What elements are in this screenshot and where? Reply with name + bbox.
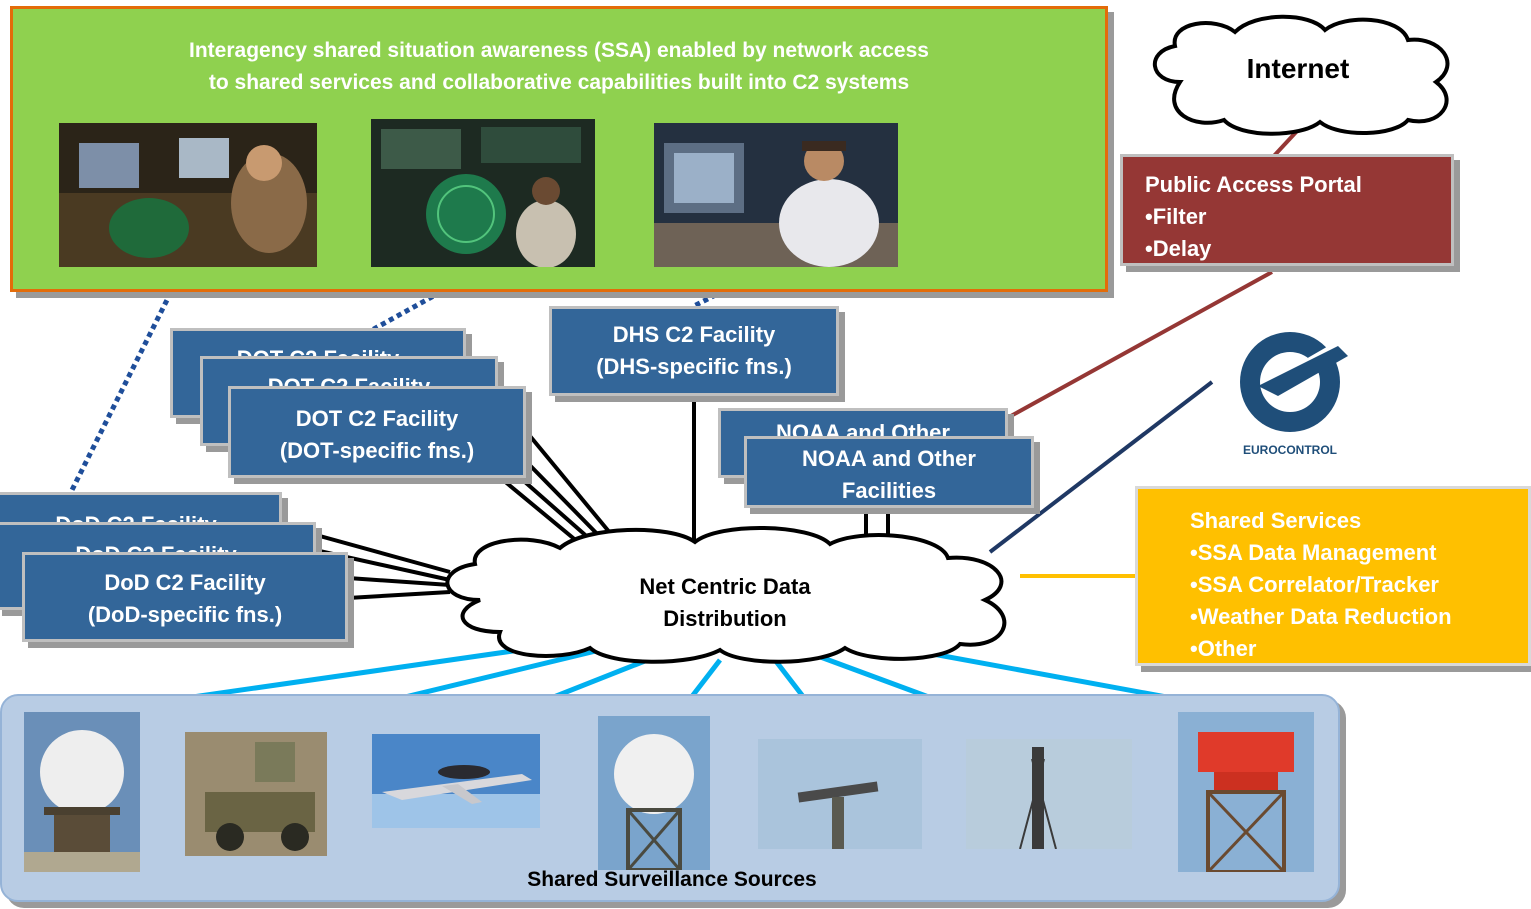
dhs-line1: DHS C2 Facility — [612, 322, 776, 347]
eurocontrol-label: EUROCONTROL — [1243, 443, 1337, 457]
services-item-data-mgmt: •SSA Data Management — [1190, 540, 1437, 565]
net-centric-line2: Distribution — [663, 606, 786, 631]
ssa-title-line1: Interagency shared situation awareness (… — [189, 39, 929, 62]
net-centric-line1: Net Centric Data — [639, 574, 811, 599]
mobile-radar-photo — [185, 732, 327, 856]
noaa-facility: NOAA and Other Facilities — [744, 436, 1034, 508]
dot-line1: DOT C2 Facility — [295, 406, 459, 431]
tower-photo — [966, 739, 1132, 849]
internet-label: Internet — [1247, 53, 1350, 84]
control-room-photo-2 — [371, 119, 595, 267]
radome-photo-2 — [598, 716, 710, 870]
dot-link — [523, 428, 622, 547]
dot-facility: DOT C2 Facility (DOT-specific fns.) — [228, 386, 526, 478]
portal-cloud-link — [999, 270, 1273, 424]
services-item-other: •Other — [1190, 636, 1257, 661]
internet-portal-link — [1270, 128, 1300, 160]
dod-photo-link — [69, 266, 186, 492]
surveillance-label: Shared Surveillance Sources — [527, 868, 817, 891]
portal-item-filter: •Filter — [1145, 204, 1207, 229]
internet-cloud: Internet — [1153, 14, 1450, 136]
antenna-photo — [758, 739, 922, 849]
services-item-weather: •Weather Data Reduction — [1190, 604, 1452, 629]
eurocontrol-logo-icon: EUROCONTROL — [1240, 332, 1361, 457]
dod-line2: (DoD-specific fns.) — [87, 602, 283, 627]
shared-services: Shared Services •SSA Data Management •SS… — [1135, 486, 1531, 666]
ssa-panel: Interagency shared situation awareness (… — [10, 6, 1108, 292]
ssa-title: Interagency shared situation awareness (… — [13, 35, 1105, 99]
eurocontrol-link — [988, 380, 1214, 554]
radome-photo-1 — [24, 712, 140, 872]
net-centric-cloud: Net Centric Data Distribution — [445, 525, 1007, 664]
services-item-correlator: •SSA Correlator/Tracker — [1190, 572, 1439, 597]
dot-line2: (DOT-specific fns.) — [279, 438, 475, 463]
awacs-aircraft-photo — [372, 734, 540, 828]
control-room-photo-1 — [59, 123, 317, 267]
services-title: Shared Services — [1190, 508, 1362, 533]
dod-line1: DoD C2 Facility — [104, 570, 266, 595]
radar-tower-photo — [1178, 712, 1314, 872]
dhs-photo-link — [692, 263, 774, 309]
noaa-line2: Facilities — [841, 478, 937, 503]
ssa-title-line2: to shared services and collaborative cap… — [208, 71, 910, 94]
dod-facility: DoD C2 Facility (DoD-specific fns.) — [22, 552, 348, 642]
portal-item-delay: •Delay — [1145, 236, 1212, 261]
noaa-line1: NOAA and Other — [802, 446, 976, 471]
dhs-line2: (DHS-specific fns.) — [596, 354, 792, 379]
public-access-portal: Public Access Portal •Filter •Delay — [1120, 154, 1454, 266]
portal-title: Public Access Portal — [1145, 172, 1362, 197]
dhs-facility: DHS C2 Facility (DHS-specific fns.) — [549, 306, 839, 396]
control-room-photo-3 — [654, 123, 898, 267]
